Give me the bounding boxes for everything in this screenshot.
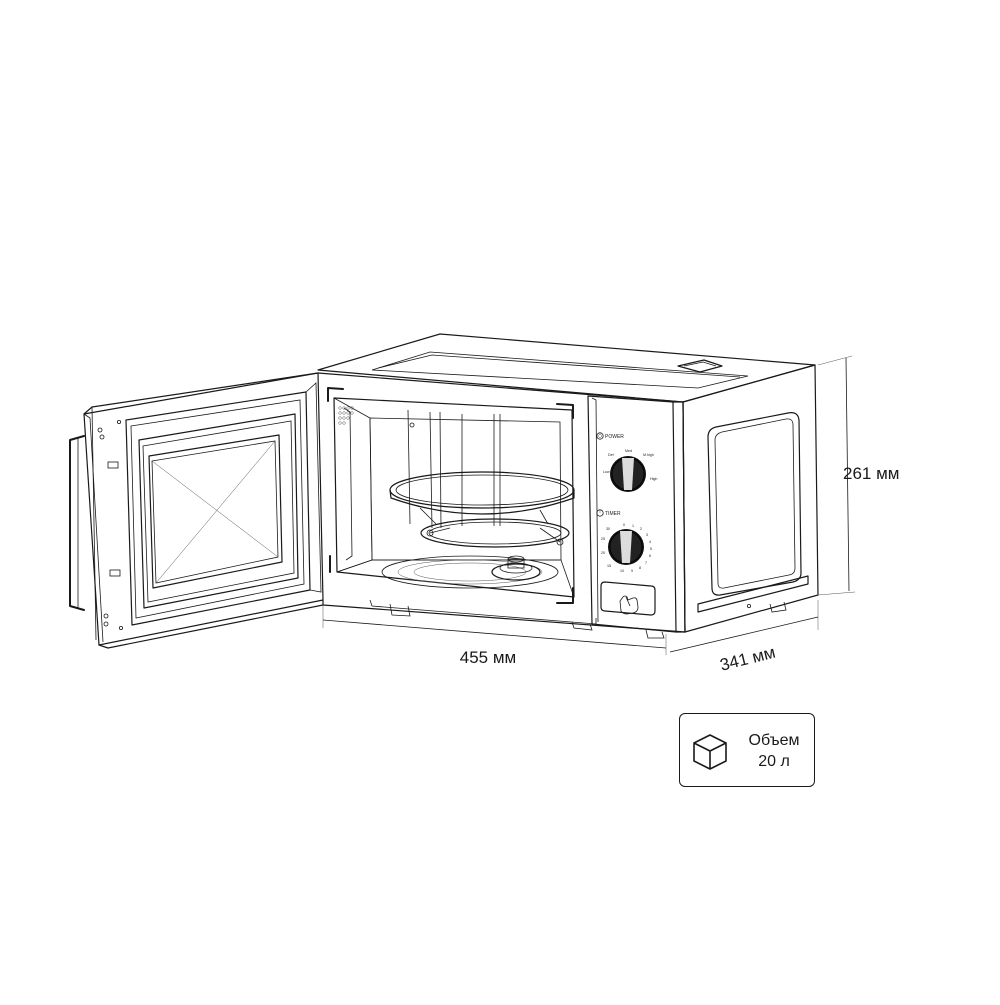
timer-scale-9: 9 xyxy=(631,569,633,573)
microwave-door xyxy=(69,372,324,649)
power-knob[interactable] xyxy=(610,456,646,492)
volume-badge: Объем 20 л xyxy=(679,713,815,787)
door-handle xyxy=(69,435,85,611)
door-release-button[interactable] xyxy=(600,581,656,616)
height-dimension-line xyxy=(845,357,850,592)
volume-value: 20 л xyxy=(758,753,790,770)
control-panel: POWER Low Med M.high High Def TIMER 0 1 … xyxy=(587,395,686,633)
timer-scale-8: 8 xyxy=(639,566,641,570)
turntable-plate xyxy=(389,471,575,525)
turntable-coupler xyxy=(491,555,541,581)
timer-scale-3: 3 xyxy=(646,533,648,537)
timer-scale-5: 5 xyxy=(650,547,652,551)
timer-knob[interactable] xyxy=(608,529,644,565)
dimension-lines xyxy=(322,355,856,655)
timer-scale-6: 6 xyxy=(649,554,651,558)
power-scale-mhigh: M.high xyxy=(643,453,654,457)
width-label: 455 мм xyxy=(460,648,516,667)
power-icon xyxy=(596,432,604,440)
height-label: 261 мм xyxy=(843,464,899,483)
timer-scale-10: 10 xyxy=(620,569,624,573)
roller-ring xyxy=(420,518,570,548)
timer-scale-15: 15 xyxy=(607,564,611,568)
power-scale-def: Def xyxy=(608,453,614,457)
power-label: POWER xyxy=(605,434,624,440)
timer-label: TIMER xyxy=(605,511,621,517)
depth-label: 341 мм xyxy=(718,643,777,675)
timer-scale-20: 20 xyxy=(601,551,605,555)
cube-icon xyxy=(693,734,727,770)
timer-scale-25: 25 xyxy=(601,537,605,541)
timer-scale-4: 4 xyxy=(649,540,651,544)
hand-press-icon xyxy=(619,595,639,615)
power-scale-low: Low xyxy=(603,470,610,474)
microwave-body xyxy=(317,333,819,639)
volume-text: Объем 20 л xyxy=(736,730,812,772)
timer-scale-7: 7 xyxy=(645,561,647,565)
timer-icon xyxy=(596,509,604,517)
depth-dimension-line xyxy=(669,616,819,653)
timer-scale-2: 2 xyxy=(640,527,642,531)
vent-holes xyxy=(338,406,354,425)
timer-scale-1: 1 xyxy=(632,524,634,528)
width-dimension-line xyxy=(322,619,667,649)
timer-scale-30: 30 xyxy=(606,527,610,531)
volume-label: Объем xyxy=(748,732,800,749)
power-scale-med: Med xyxy=(625,449,632,453)
power-scale-high: High xyxy=(650,477,657,481)
timer-scale-0: 0 xyxy=(623,523,625,527)
